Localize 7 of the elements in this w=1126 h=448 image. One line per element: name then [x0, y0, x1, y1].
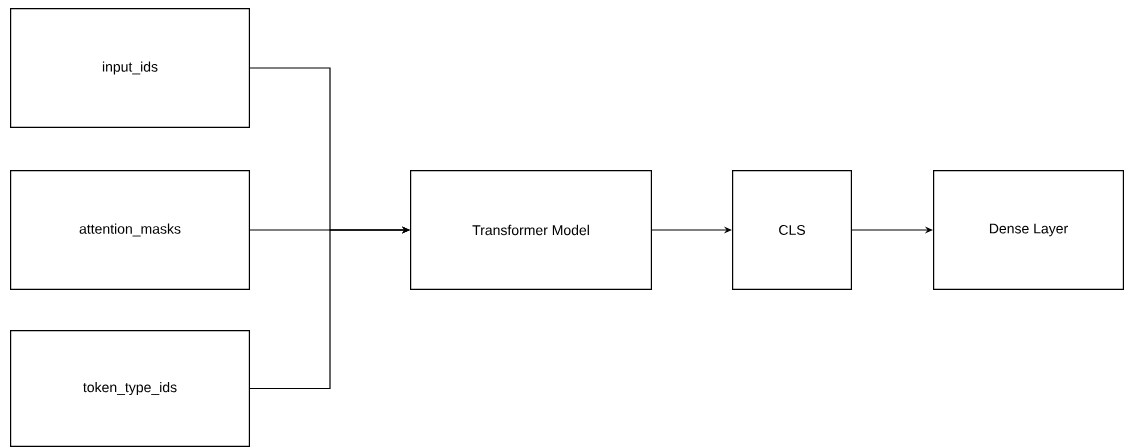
process-box: Dense Layer — [933, 170, 1124, 290]
arrow — [249, 226, 410, 390]
process-box: attention_masks — [10, 170, 250, 290]
process-box: token_type_ids — [10, 330, 250, 447]
process-box: Transformer Model — [410, 170, 652, 290]
process-box: input_ids — [10, 8, 250, 128]
process-box: CLS — [732, 170, 852, 290]
